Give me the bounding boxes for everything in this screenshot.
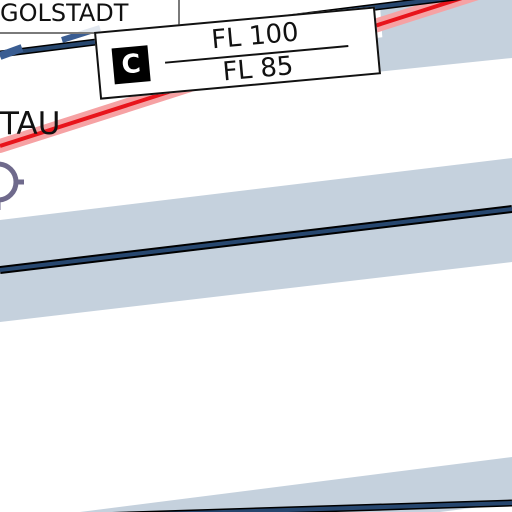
airspace-band-middle-upper	[0, 158, 512, 274]
airspace-band-top	[0, 0, 512, 72]
airspace-boundary-middle	[0, 207, 512, 272]
road-segment	[0, 44, 24, 60]
airspace-band-middle-lower	[0, 204, 512, 322]
airspace-band-bottom	[0, 457, 512, 512]
airspace-class-badge: C	[111, 45, 151, 85]
place-label-tau: TAU	[0, 106, 61, 142]
vor-navaid-icon[interactable]	[0, 161, 24, 210]
airspace-boundary-bottom	[159, 501, 512, 512]
